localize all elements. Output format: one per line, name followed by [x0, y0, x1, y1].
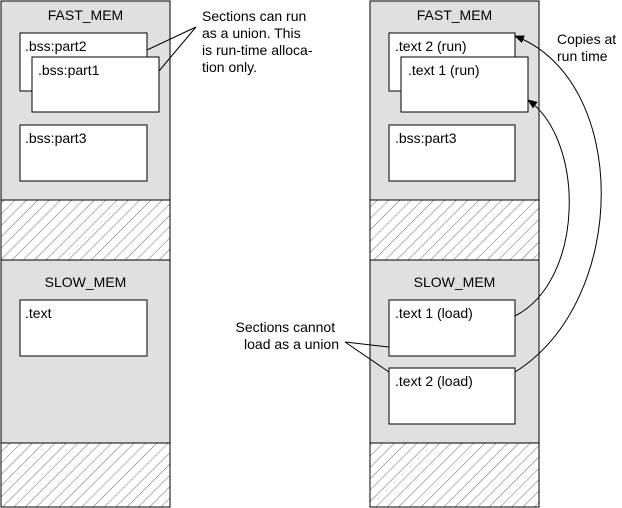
left-bss-part1-label: .bss:part1: [38, 62, 100, 78]
union-run-line-1: Sections can run: [202, 8, 306, 24]
right-text2-load-box: [388, 367, 516, 425]
copies-text: Copies at run time: [557, 31, 620, 64]
right-reserved-region-2: [369, 442, 540, 508]
right-memory-column: FAST_MEM .text 2 (run) .text 1 (run) .bs…: [369, 0, 540, 508]
no-union-load-annotation: Sections cannot load as a union: [235, 319, 390, 373]
left-reserved-region-2: [0, 442, 171, 508]
right-text1-run-box: [400, 56, 529, 113]
right-fast-mem-label: FAST_MEM: [417, 7, 492, 23]
left-reserved-region-1: [0, 199, 171, 261]
right-text2-load-label: .text 2 (load): [395, 373, 473, 389]
left-bss-part2-label: .bss:part2: [25, 38, 87, 54]
left-bss-part3-label: .bss:part3: [25, 130, 87, 146]
right-slow-mem-label: SLOW_MEM: [414, 274, 496, 290]
no-union-load-line-2: load as a union: [244, 336, 339, 352]
union-run-line-4: tion only.: [202, 59, 257, 75]
union-run-annotation: Sections can run as a union. This is run…: [146, 8, 316, 75]
right-bss-part3-box: [388, 124, 516, 182]
left-fast-mem-label: FAST_MEM: [48, 7, 123, 23]
left-text-box: [19, 299, 148, 357]
union-run-line-2: as a union. This: [202, 25, 301, 41]
no-union-load-leader-2: [344, 341, 390, 373]
no-union-load-text: Sections cannot load as a union: [235, 319, 339, 352]
left-memory-column: FAST_MEM .bss:part2 .bss:part1 .bss:part…: [0, 0, 171, 508]
no-union-load-leader-1: [344, 341, 390, 348]
right-text2-run-label: .text 2 (run): [395, 38, 467, 54]
left-bss-part1-box: [31, 56, 160, 113]
copies-line-2: run time: [557, 48, 608, 64]
copies-line-1: Copies at: [557, 31, 616, 47]
copies-annotation: Copies at run time: [514, 31, 620, 373]
right-text1-load-box: [388, 299, 516, 357]
copy-arrow-text1: [514, 99, 570, 317]
right-reserved-region-1: [369, 199, 540, 261]
union-run-leader-2: [158, 26, 197, 72]
union-run-line-3: is run-time alloca-: [202, 42, 313, 58]
copy-arrow-text2: [514, 35, 602, 373]
no-union-load-line-1: Sections cannot: [235, 319, 335, 335]
left-slow-mem-label: SLOW_MEM: [45, 274, 127, 290]
right-bss-part3-label: .bss:part3: [395, 130, 457, 146]
union-run-text: Sections can run as a union. This is run…: [202, 8, 316, 75]
left-bss-part3-box: [19, 124, 148, 182]
right-text1-run-label: .text 1 (run): [408, 62, 480, 78]
left-text-label: .text: [25, 305, 52, 321]
right-text1-load-label: .text 1 (load): [395, 305, 473, 321]
union-run-leader-1: [146, 26, 197, 51]
